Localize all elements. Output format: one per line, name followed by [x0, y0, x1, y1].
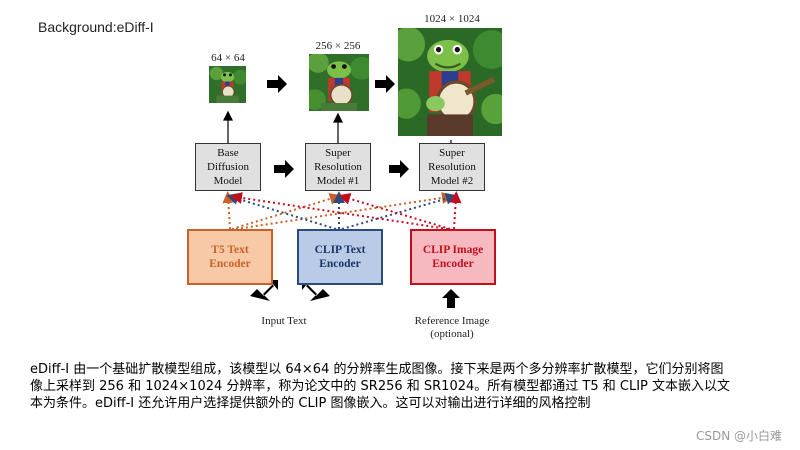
super-resolution-model-1: Super Resolution Model #1: [305, 143, 371, 191]
t5-text-encoder: T5 Text Encoder: [187, 229, 273, 285]
frog-image-1024: [398, 28, 502, 136]
t5-connectors: [222, 191, 454, 230]
clip-image-encoder: CLIP Image Encoder: [410, 229, 496, 285]
watermark: CSDN @小白难: [695, 429, 782, 443]
clip-text-connectors: [226, 191, 458, 230]
frog-image-256: [309, 54, 369, 111]
resolution-label-256: 256 × 256: [315, 40, 361, 52]
resolution-label-64: 64 × 64: [211, 52, 245, 64]
reference-image-label: Reference Image (optional): [414, 315, 490, 340]
resolution-label-1024: 1024 × 1024: [424, 13, 480, 25]
page-title: Background:eDiff-I: [38, 19, 154, 35]
super-resolution-model-2: Super Resolution Model #2: [419, 143, 485, 191]
diagram-caption: eDiff-I 由一个基础扩散模型组成，该模型以 64×64 的分辨率生成图像。…: [30, 362, 731, 411]
base-diffusion-model: Base Diffusion Model: [195, 143, 261, 191]
clip-text-encoder: CLIP Text Encoder: [297, 229, 383, 285]
input-text-label: Input Text: [261, 315, 307, 327]
clip-image-connectors: [230, 191, 462, 230]
frog-image-64: [209, 66, 246, 103]
